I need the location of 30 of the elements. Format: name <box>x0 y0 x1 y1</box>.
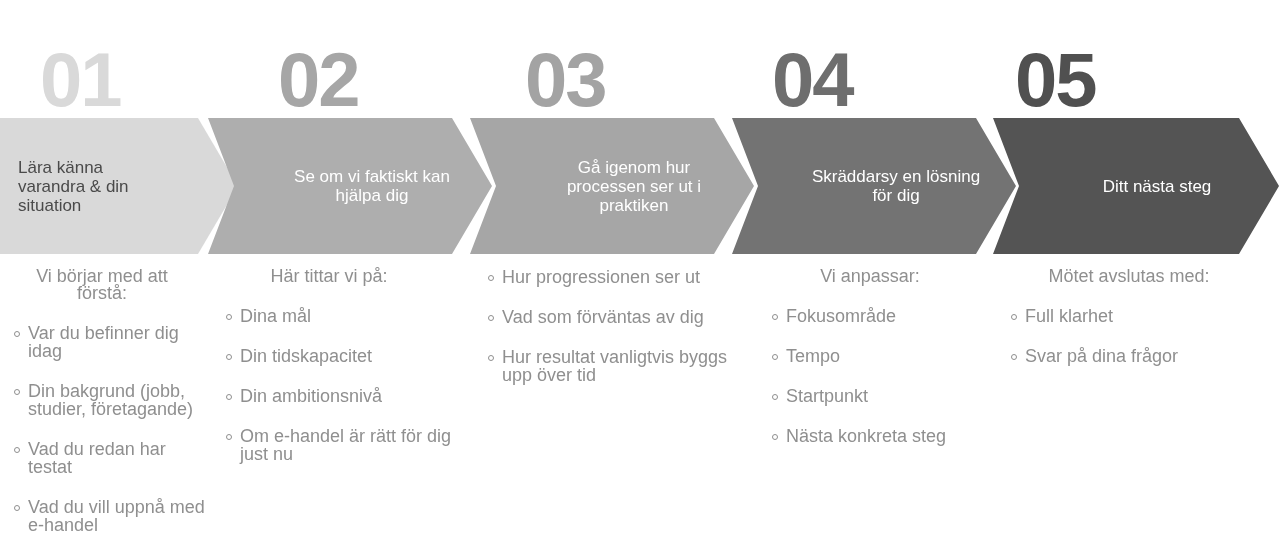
intro-text: Här tittar vi på: <box>269 268 389 285</box>
bullet-text: Hur progressionen ser ut <box>502 268 701 286</box>
intro-text: Vi anpassar: <box>819 268 921 285</box>
bullet-text: Startpunkt <box>786 387 869 405</box>
step-number: 05 <box>1015 42 1096 118</box>
intro-text: Mötet avslutas med: <box>1047 268 1211 285</box>
bullet-text: Dina mål <box>240 307 312 325</box>
bullet-text: Din bakgrund (jobb, studier, företagande) <box>28 382 195 418</box>
bullet-text: Din tidskapacitet <box>240 347 373 365</box>
step-number: 02 <box>278 42 359 118</box>
step-title: Ditt nästa steg <box>1101 176 1213 196</box>
bullet-text: Svar på dina frågor <box>1025 347 1179 365</box>
step-title: Lära känna varandra & din situation <box>18 157 130 215</box>
step-number: 03 <box>525 42 606 118</box>
bullet-text: Om e-handel är rätt för dig just nu <box>240 427 453 463</box>
bullet-text: Vad som förväntas av dig <box>502 308 704 326</box>
bullet-text: Hur resultat vanligtvis byggs upp över tid <box>502 348 729 384</box>
bullet-text: Tempo <box>786 347 841 365</box>
bullet-text: Var du befinner dig idag <box>28 324 180 360</box>
step-title: Se om vi faktiskt kan hjälpa dig <box>293 167 451 205</box>
bullet-text: Vad du redan har testat <box>28 440 167 476</box>
step-number: 04 <box>772 42 853 118</box>
bullet-text: Fokusområde <box>786 307 897 325</box>
step-title: Gå igenom hur processen ser ut i praktiken <box>565 157 703 215</box>
step-title: Skräddarsy en lösning för dig <box>810 167 982 205</box>
bullet-text: Full klarhet <box>1025 307 1114 325</box>
intro-text: Vi börjar med att förstå: <box>35 268 169 302</box>
bullet-text: Nästa konkreta steg <box>786 427 947 445</box>
bullet-text: Vad du vill uppnå med e-handel <box>28 498 206 534</box>
bullet-text: Din ambitionsnivå <box>240 387 383 405</box>
